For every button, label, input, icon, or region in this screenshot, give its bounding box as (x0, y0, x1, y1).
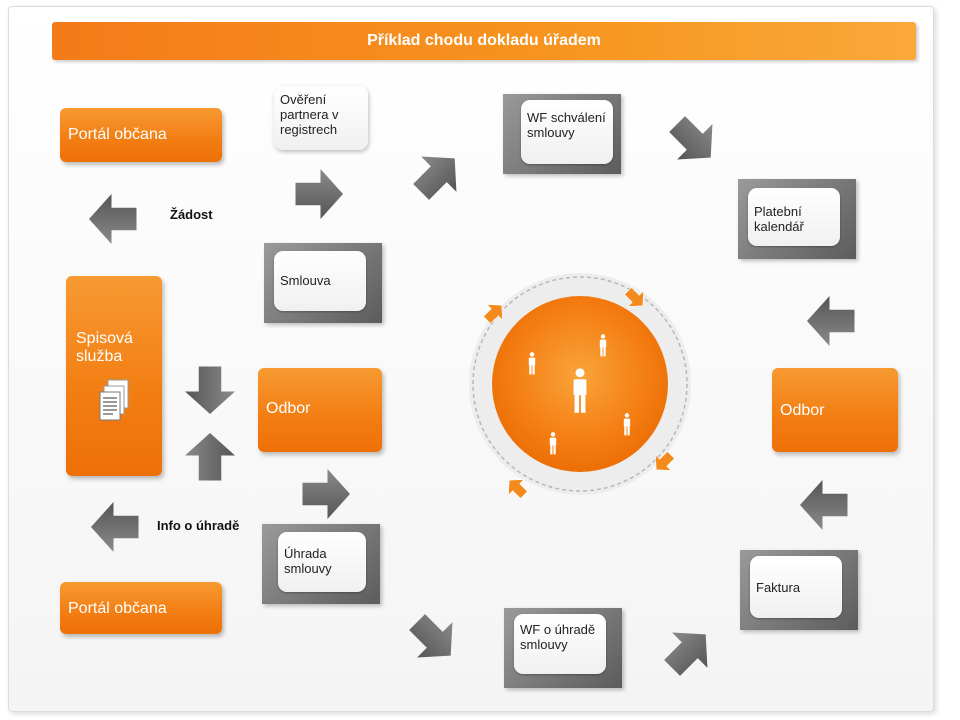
wf-uhrade-line1: WF o úhradě (520, 622, 596, 637)
wf-schvaleni-card: WF schválení smlouvy (521, 100, 613, 164)
title-banner: Příklad chodu dokladu úřadem (52, 22, 916, 60)
uhrada-line2: smlouvy (284, 561, 332, 576)
arrow-up-icon (185, 433, 235, 481)
person-icon-large (573, 368, 587, 413)
portal-obcana-bottom-label: Portál občana (68, 600, 167, 617)
odbor-right-box: Odbor (772, 368, 898, 452)
arrow-right-icon (295, 169, 343, 219)
odbor-left-label: Odbor (266, 400, 311, 417)
arrow-down-icon (185, 366, 235, 414)
arrow-left-icon (89, 194, 137, 244)
portal-obcana-bottom-box: Portál občana (60, 582, 222, 634)
person-icon (549, 432, 557, 455)
smlouva-line1: Smlouva (280, 273, 331, 288)
odbor-left-box: Odbor (258, 368, 382, 452)
odbor-right-label: Odbor (780, 402, 825, 419)
overeni-line3: registrech (280, 122, 338, 137)
platebni-card: Platební kalendář (748, 188, 840, 246)
wf-schvaleni-line1: WF schválení (527, 110, 606, 125)
person-icon (528, 352, 536, 375)
person-icon (623, 413, 631, 436)
arrow-left-icon (807, 296, 855, 346)
arrow-up-right-icon (654, 616, 724, 686)
person-icon (599, 334, 607, 357)
uhrada-card: Úhrada smlouvy (278, 532, 366, 592)
cycle-ring-dashes (472, 276, 688, 492)
info-o-uhrade-label: Info o úhradě (157, 518, 240, 533)
uhrada-line1: Úhrada (284, 546, 327, 561)
faktura-card: Faktura (750, 556, 842, 618)
page-title: Příklad chodu dokladu úřadem (367, 32, 601, 49)
portal-obcana-top-box: Portál občana (60, 108, 222, 162)
spisova-sluzba-box: Spisová služba (66, 276, 162, 476)
wf-schvaleni-line2: smlouvy (527, 125, 575, 140)
platebni-line1: Platební (754, 204, 802, 219)
faktura-line1: Faktura (756, 580, 801, 595)
overeni-card: Ověření partnera v registrech (274, 86, 368, 150)
wf-uhrade-card: WF o úhradě smlouvy (514, 614, 606, 674)
arrow-left-icon (91, 502, 139, 552)
spisova-sluzba-label-line2: služba (76, 348, 123, 365)
arrow-right-icon (302, 469, 350, 519)
wf-uhrade-line2: smlouvy (520, 637, 568, 652)
arrow-down-right-icon (399, 604, 469, 674)
arrow-down-right-icon (659, 106, 729, 176)
platebni-line2: kalendář (754, 219, 804, 234)
smlouva-card: Smlouva (274, 251, 366, 311)
portal-obcana-top-label: Portál občana (68, 126, 167, 143)
overeni-line2: partnera v (280, 107, 339, 122)
overeni-line1: Ověření (280, 92, 327, 107)
arrow-up-right-icon (403, 140, 473, 210)
zadost-label: Žádost (170, 207, 213, 222)
arrow-left-icon (800, 480, 848, 530)
document-stack-icon (99, 379, 129, 421)
spisova-sluzba-label-line1: Spisová (76, 330, 133, 347)
